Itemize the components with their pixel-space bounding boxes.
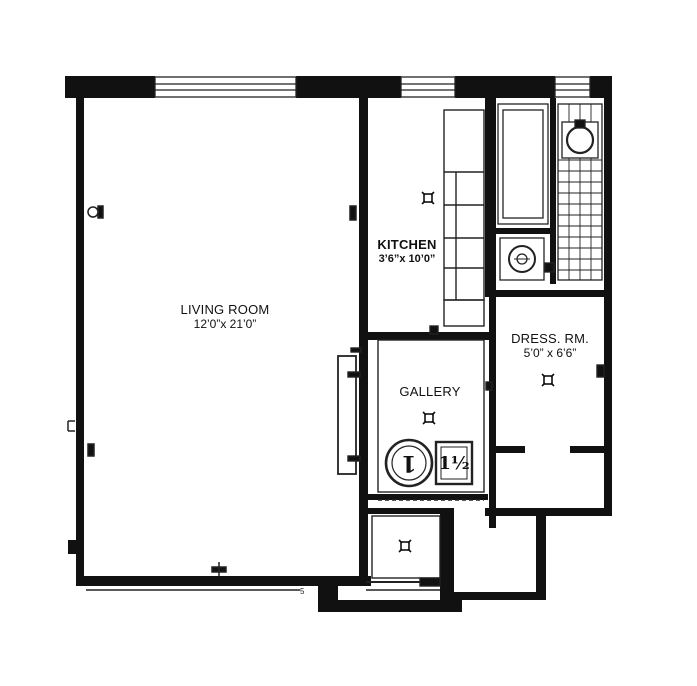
bathroom-fixtures: [497, 103, 603, 281]
living-room-dimensions: 12’0”x 21’0”: [193, 316, 257, 331]
gallery-name: GALLERY: [399, 384, 461, 399]
gallery-label: GALLERY: [380, 384, 480, 400]
kitchen-dimensions: 3’6”x 10’0”: [378, 252, 436, 265]
living-room-label: LIVING ROOM 12’0”x 21’0”: [155, 302, 295, 331]
kitchen-name: KITCHEN: [377, 237, 437, 252]
closet-half-badge: 1½: [438, 452, 470, 474]
kitchen-fixtures: [429, 109, 485, 335]
living-room-fixtures: 5: [67, 205, 357, 596]
exterior-walls: [65, 76, 612, 612]
gallery-fixtures: [337, 339, 605, 501]
windows: [154, 76, 591, 98]
dressing-room-label: DRESS. RM. 5’0” x 6’6”: [498, 331, 602, 360]
ceiling-lights: [398, 191, 555, 553]
svg-text:5: 5: [300, 587, 305, 596]
kitchen-label: KITCHEN 3’6”x 10’0”: [366, 237, 448, 265]
vestibule: [366, 515, 441, 591]
dressing-room-dimensions: 5’0” x 6’6”: [523, 345, 577, 360]
closet-one-badge: 1: [401, 450, 417, 476]
living-room-name: LIVING ROOM: [180, 302, 270, 317]
dressing-room-name: DRESS. RM.: [511, 331, 589, 346]
interior-walls: [359, 98, 605, 586]
